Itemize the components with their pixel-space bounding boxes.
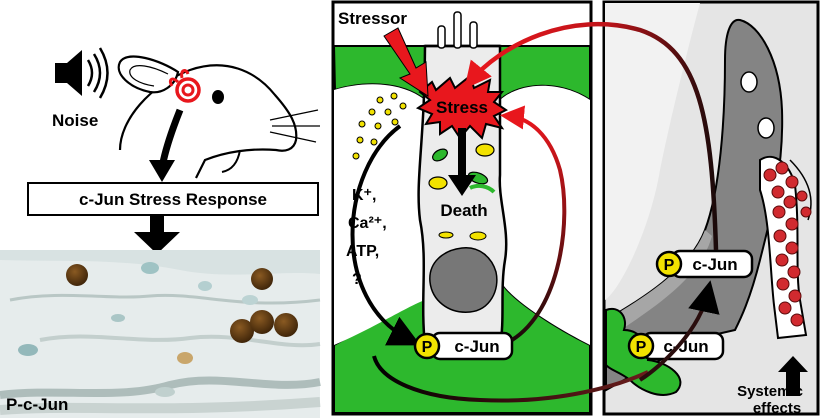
blood-vessel (759, 155, 812, 340)
paracrine-arrow (350, 124, 421, 346)
right-panel: P c-Jun P c-Jun Systemic effects (602, 0, 820, 417)
speaker-icon (55, 47, 109, 99)
mitochondria (428, 143, 496, 241)
ion-label-ca: Ca²⁺, (348, 215, 387, 232)
distal-feedback-arrow (464, 21, 719, 251)
mouse-icon (117, 55, 320, 179)
pjun-badge-upper-label: c-Jun (692, 255, 737, 274)
stressor-label: Stressor (338, 9, 407, 28)
noise-label: Noise (52, 111, 98, 130)
cochlea-icon (168, 69, 201, 103)
pjun-badge-upper-p: P (664, 257, 675, 274)
nucleus (429, 247, 498, 313)
systemic-label-line1: Systemic (737, 383, 803, 400)
stress-burst (415, 74, 508, 140)
pjun-badge-lower-p: P (636, 339, 647, 356)
feedback-arrow (500, 105, 567, 342)
stressor-arrow (383, 27, 429, 97)
systemic-label-line2: effects (753, 400, 801, 417)
left-panel: Noise c-Jun Stress Response (0, 47, 321, 418)
stress-label: Stress (436, 98, 488, 117)
micrograph-image (0, 250, 321, 418)
stereocilia (437, 11, 478, 49)
pjun-badge-middle-label: c-Jun (454, 337, 499, 356)
death-arrow (448, 128, 476, 196)
micrograph-label: P-c-Jun (6, 395, 68, 414)
stress-response-label: c-Jun Stress Response (79, 190, 267, 209)
pjun-badge-upper: P c-Jun (655, 249, 754, 279)
ion-label-unknown: ? (352, 271, 362, 288)
bottom-spread-arrow (372, 355, 649, 403)
upward-spread-arrow (638, 280, 720, 382)
middle-panel: Stress Stressor Death K⁺, Ca²⁺, ATP, ? P… (331, 0, 593, 416)
systemic-arrow (778, 356, 808, 396)
pjun-badge-middle: P c-Jun (413, 331, 514, 361)
pjun-badge-middle-p: P (422, 339, 433, 356)
released-vesicles (352, 92, 407, 160)
stress-response-box (27, 182, 319, 216)
pjun-badge-lower: P c-Jun (627, 331, 725, 361)
death-label: Death (440, 201, 487, 220)
